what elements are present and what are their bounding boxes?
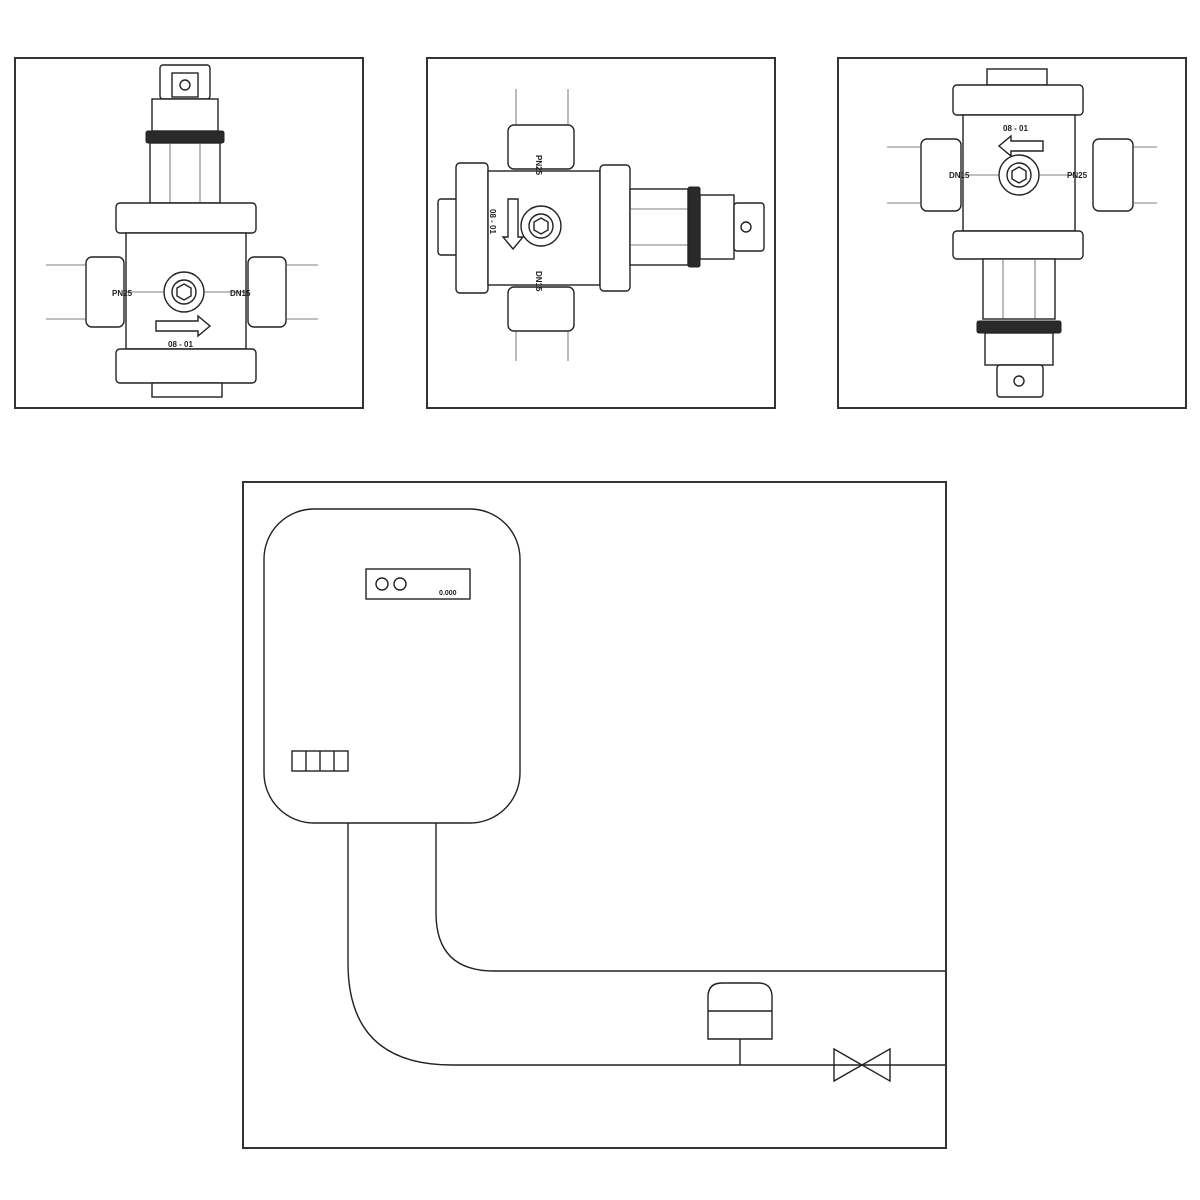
date-code-label: 08 - 01 bbox=[1003, 124, 1028, 133]
installation-diagram-panel: 0.000 bbox=[242, 481, 947, 1149]
control-display bbox=[365, 568, 471, 600]
hex-socket-icon bbox=[998, 154, 1040, 196]
installation-diagram-drawing: 0.000 bbox=[263, 508, 945, 1083]
arrow-icon bbox=[501, 198, 525, 251]
hot-water-pipe bbox=[435, 823, 945, 972]
date-code-label: 08 - 01 bbox=[488, 209, 497, 234]
pressure-rating-label: PN25 bbox=[112, 289, 133, 298]
pressure-reducer-icon bbox=[707, 982, 773, 1065]
nominal-diameter-label: DN15 bbox=[534, 271, 543, 292]
switch-panel bbox=[291, 750, 349, 772]
nominal-diameter-label: DN15 bbox=[230, 289, 251, 298]
display-readout: 0.000 bbox=[439, 590, 457, 597]
cold-water-pipe bbox=[347, 823, 945, 1066]
date-code-label: 08 - 01 bbox=[168, 340, 193, 349]
pressure-rating-label: PN25 bbox=[1067, 171, 1088, 180]
hex-socket-icon bbox=[520, 205, 562, 247]
gate-valve-icon bbox=[833, 1047, 891, 1083]
arrow-icon bbox=[997, 134, 1044, 158]
hex-socket-icon bbox=[163, 271, 205, 313]
arrow-icon bbox=[155, 314, 212, 338]
valve-rear-view-panel: DN15 PN25 08 - 01 bbox=[837, 57, 1187, 409]
valve-front-view-panel: PN25 DN15 08 - 01 bbox=[14, 57, 364, 409]
valve-front-view-drawing: PN25 DN15 08 - 01 bbox=[46, 64, 318, 398]
valve-side-view-drawing: PN25 DN15 08 - 01 bbox=[437, 89, 765, 361]
water-heater: 0.000 bbox=[263, 508, 521, 824]
pressure-rating-label: PN25 bbox=[534, 155, 543, 176]
valve-rear-view-drawing: DN15 PN25 08 - 01 bbox=[887, 68, 1157, 398]
nominal-diameter-label: DN15 bbox=[949, 171, 970, 180]
valve-side-view-panel: PN25 DN15 08 - 01 bbox=[426, 57, 776, 409]
